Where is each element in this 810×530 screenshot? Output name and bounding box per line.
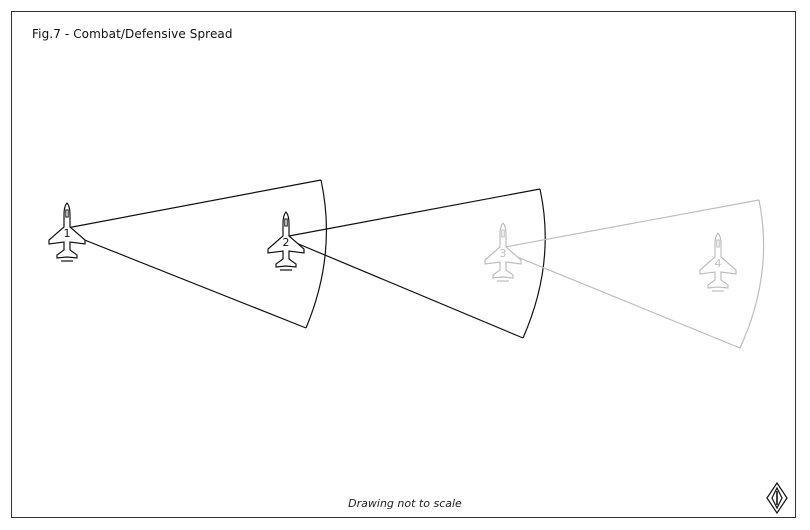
drawing-note: Drawing not to scale [348, 497, 462, 510]
aircraft-2: 2 [267, 211, 305, 271]
figure-title: Fig.7 - Combat/Defensive Spread [32, 27, 233, 41]
aircraft-3-label: 3 [500, 247, 507, 260]
aircraft-4: 4 [699, 232, 737, 292]
aircraft-1-label: 1 [64, 227, 71, 240]
sector-aircraft-2 [288, 188, 546, 339]
sector-aircraft-1 [66, 179, 327, 329]
diagram-frame [11, 11, 796, 518]
aircraft-4-label: 4 [715, 257, 722, 270]
sector-aircraft-3 [504, 199, 765, 349]
aircraft-1: 1 [48, 202, 86, 262]
aircraft-3: 3 [484, 222, 522, 282]
diamond-logo-icon [766, 481, 788, 515]
aircraft-2-label: 2 [283, 236, 290, 249]
